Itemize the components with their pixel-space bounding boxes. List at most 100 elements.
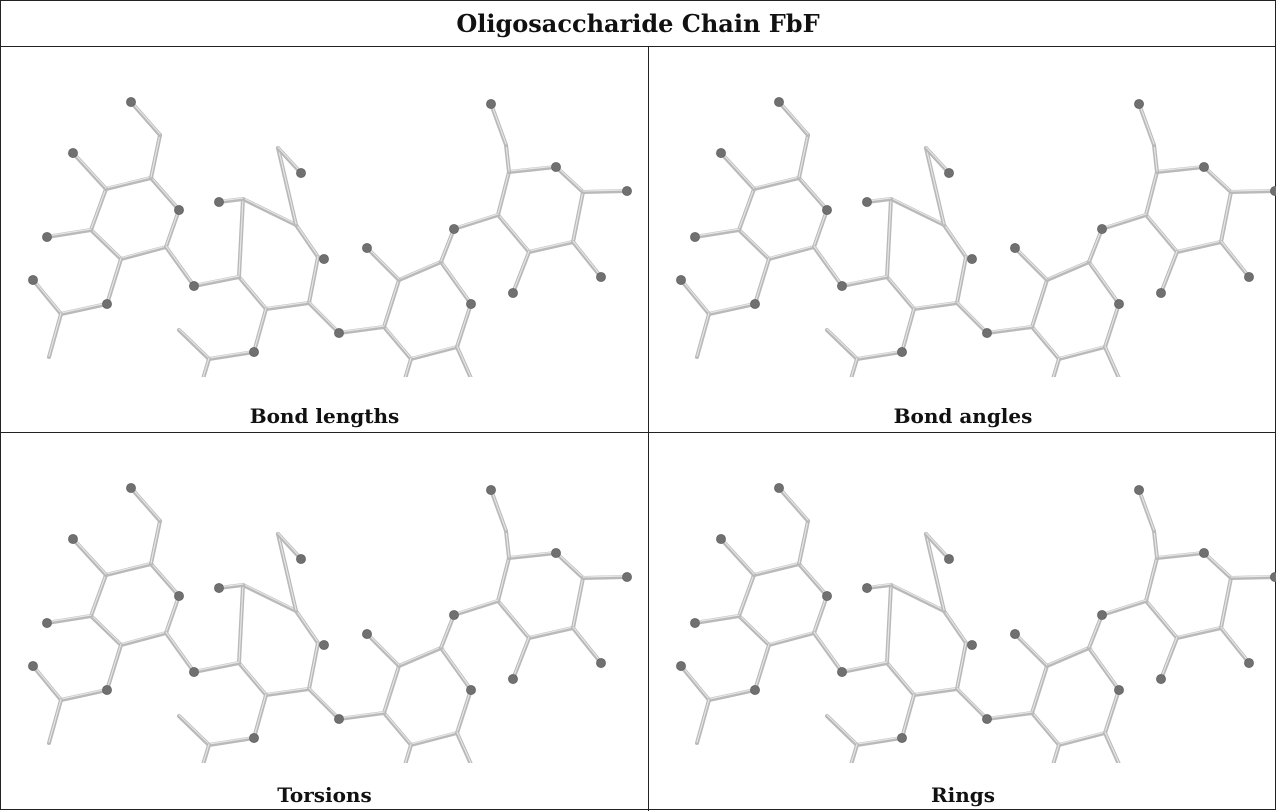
atom-sphere (944, 168, 954, 178)
bond (1013, 246, 1049, 282)
bond (307, 301, 341, 335)
bond-highlight (1031, 278, 1048, 327)
bond-highlight (680, 664, 710, 700)
atom-sphere (1199, 548, 1209, 558)
bond-highlight (1176, 240, 1222, 252)
bond (119, 631, 168, 647)
bond (104, 176, 153, 191)
atom-sphere (466, 299, 476, 309)
bond-highlight (1145, 170, 1158, 215)
bond-highlight (555, 165, 584, 192)
atom-sphere (1114, 299, 1124, 309)
bond-highlight (1203, 551, 1232, 578)
bond-highlight (1088, 646, 1120, 690)
bond-highlight (208, 736, 255, 745)
atom-sphere (1097, 224, 1107, 234)
atom-sphere (822, 205, 832, 215)
bond (201, 357, 211, 377)
bond-highlight (1014, 246, 1048, 280)
atom-sphere (551, 162, 561, 172)
bond-highlight (826, 714, 858, 745)
atom-sphere (596, 658, 606, 668)
bond-highlight (366, 632, 400, 666)
bond-highlight (1138, 488, 1155, 531)
bond-highlight (265, 301, 310, 309)
bond-highlight (295, 223, 319, 257)
atom-sphere (837, 281, 847, 291)
bond (71, 537, 108, 577)
bond-highlight (338, 711, 385, 719)
bond (719, 151, 756, 191)
atom-sphere (716, 534, 726, 544)
bond-highlight (178, 714, 210, 745)
molecule-structure (28, 97, 632, 377)
bond-highlight (720, 151, 755, 189)
panel-rings: Rings (649, 433, 1276, 811)
bond (849, 743, 859, 763)
bond-highlight (582, 189, 628, 192)
atom-sphere (126, 97, 136, 107)
bond (207, 350, 256, 361)
bond-highlight (32, 664, 62, 700)
bond-highlight (242, 197, 297, 225)
atom-sphere (897, 733, 907, 743)
atom-sphere (334, 714, 344, 724)
bond (1030, 325, 1061, 361)
bond-highlight (383, 325, 412, 359)
bond (31, 278, 63, 316)
bond-highlight (1014, 632, 1048, 666)
bond-highlight (90, 187, 107, 230)
bond (89, 614, 123, 647)
bond (1202, 165, 1233, 194)
bond (581, 575, 629, 580)
panel-caption: Bond angles (893, 404, 1033, 428)
bond-highlight (456, 731, 472, 763)
bond-highlight (295, 609, 319, 643)
bond-highlight (850, 743, 858, 763)
bond-highlight (738, 187, 755, 230)
bond (737, 614, 771, 647)
bond (719, 537, 756, 577)
bond-highlight (277, 532, 297, 611)
atom-sphere (449, 610, 459, 620)
bond-highlight (886, 583, 892, 663)
bond-highlight (1230, 189, 1276, 192)
bond (149, 176, 181, 212)
atom-sphere (1134, 485, 1144, 495)
bond (307, 687, 341, 721)
bond-highlight (130, 100, 161, 135)
bond (707, 688, 757, 702)
bond (840, 661, 889, 674)
bond-highlight (1153, 529, 1158, 558)
bond-highlight (150, 562, 180, 596)
bond-highlight (238, 197, 244, 277)
panel-caption: Torsions (277, 783, 372, 807)
atom-sphere (214, 583, 224, 593)
bond-highlight (238, 583, 244, 663)
bond-highlight (1156, 165, 1205, 172)
atom-sphere (486, 485, 496, 495)
bond-highlight (105, 176, 152, 189)
bond-highlight (1052, 357, 1060, 377)
bond-highlight (925, 146, 950, 173)
atom-sphere (362, 243, 372, 253)
atom-sphere (982, 714, 992, 724)
bond (382, 711, 413, 747)
bond-highlight (1088, 227, 1103, 262)
bond-highlight (277, 532, 302, 559)
bond-highlight (680, 278, 710, 314)
bond-highlight (528, 626, 574, 638)
bond-highlight (572, 576, 584, 628)
atom-sphere (1010, 629, 1020, 639)
bond-highlight (813, 631, 843, 672)
bond-highlight (956, 301, 988, 333)
bond-highlight (308, 687, 340, 719)
bond-highlight (440, 613, 455, 648)
bond-highlight (497, 213, 530, 252)
atom-sphere (214, 197, 224, 207)
atom-sphere (982, 328, 992, 338)
atom-sphere (1199, 162, 1209, 172)
bond-highlight (497, 599, 530, 638)
bond (119, 245, 168, 261)
bond (752, 562, 801, 577)
